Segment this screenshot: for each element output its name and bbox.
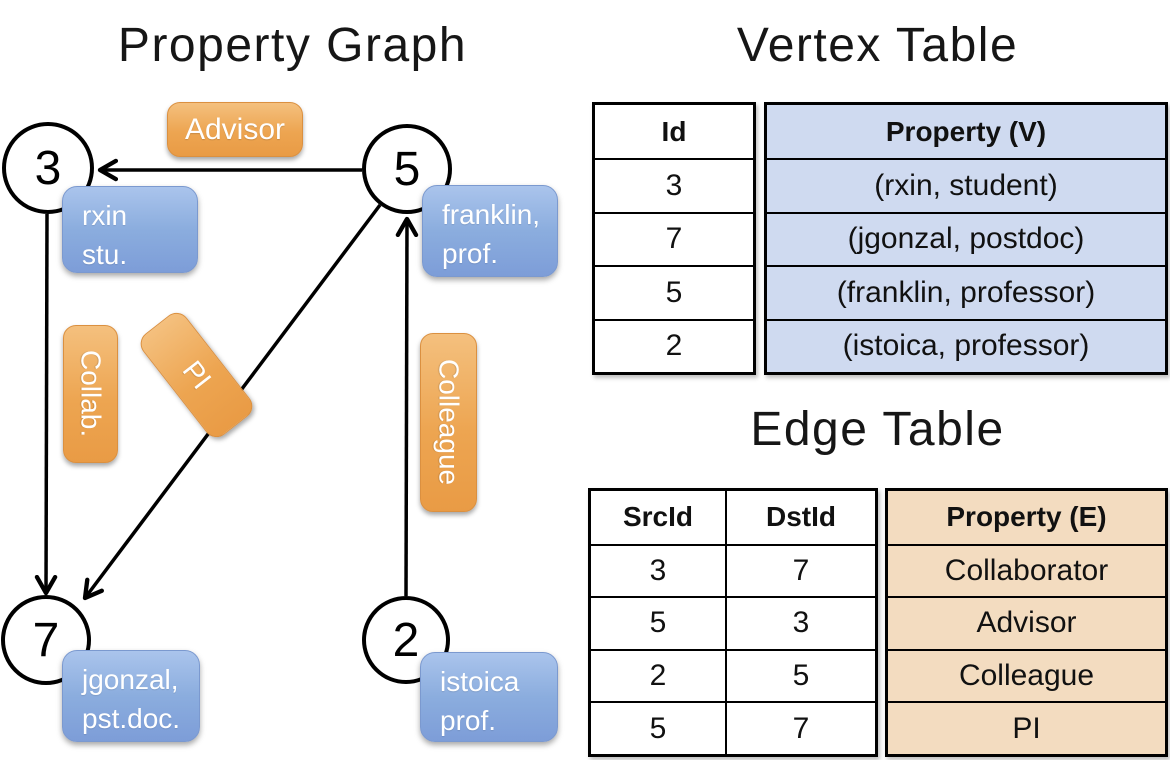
edge-table-header-property: Property (E) xyxy=(888,491,1165,544)
prop-line: pst.doc. xyxy=(82,702,181,734)
table-cell: Collaborator xyxy=(888,543,1165,597)
table-cell: (jgonzal, postdoc) xyxy=(767,211,1165,266)
vertex-id-label: 3 xyxy=(34,141,62,195)
vertex-id-label: 7 xyxy=(32,613,60,667)
prop-line: franklin, xyxy=(442,199,541,230)
prop-line: stu. xyxy=(82,238,128,270)
table-cell: (istoica, professor) xyxy=(767,318,1165,372)
table-cell: Colleague xyxy=(888,648,1165,702)
vertex-table-header-id: Id xyxy=(661,115,687,147)
table-cell: 2 xyxy=(595,318,753,372)
vertex-prop-box-2: istoica prof. xyxy=(420,652,558,742)
table-cell: 3 xyxy=(591,543,725,597)
table-cell: 5 xyxy=(591,701,725,754)
prop-line: prof. xyxy=(442,237,499,269)
edge-line-colleague-2-to-5 xyxy=(395,216,419,597)
vertex-table-title: Vertex Table xyxy=(736,19,1019,72)
table-cell: 7 xyxy=(725,701,875,754)
table-cell: (rxin, student) xyxy=(767,158,1165,212)
edge-table-header-dstid: DstId xyxy=(725,491,875,544)
vertex-table-header-property: Property (V) xyxy=(767,105,1165,159)
table-cell: 5 xyxy=(591,596,725,649)
vertex-table-property-column: Property (V) (rxin, student) (jgonzal, p… xyxy=(764,102,1168,375)
edge-table-id-columns: SrcId DstId 3 7 5 3 2 5 5 7 xyxy=(588,488,878,757)
prop-line: prof. xyxy=(440,704,497,736)
vertex-prop-box-5: franklin, prof. xyxy=(422,185,558,277)
prop-line: jgonzal, xyxy=(82,664,179,695)
table-cell: 2 xyxy=(591,648,725,702)
table-cell: 7 xyxy=(725,543,875,597)
table-cell: 7 xyxy=(595,211,753,265)
table-cell: 5 xyxy=(595,265,753,318)
table-cell: 5 xyxy=(725,648,875,702)
edge-table-header-srcid: SrcId xyxy=(622,501,694,533)
edge-label-text: PI xyxy=(176,354,218,395)
vertex-node-5: 5 xyxy=(362,124,452,214)
edge-label-collab: Collab. xyxy=(63,325,118,463)
prop-line: rxin xyxy=(82,200,128,231)
table-cell: 3 xyxy=(725,596,875,649)
edge-label-text: Advisor xyxy=(184,112,286,146)
vertex-node-2: 2 xyxy=(362,596,450,684)
vertex-id-label: 5 xyxy=(393,142,421,196)
edge-label-colleague: Colleague xyxy=(420,333,477,512)
edge-label-text: Collab. xyxy=(75,350,107,438)
table-cell: PI xyxy=(888,701,1165,754)
edge-table-title: Edge Table xyxy=(750,403,1005,456)
edge-label-advisor: Advisor xyxy=(167,102,303,157)
table-cell: (franklin, professor) xyxy=(767,265,1165,319)
property-graph-title: Property Graph xyxy=(117,19,468,72)
edge-label-text: Colleague xyxy=(433,359,465,486)
edge-line-collab-3-to-7 xyxy=(34,213,58,596)
table-cell: 3 xyxy=(595,158,753,211)
vertex-id-label: 2 xyxy=(392,613,420,667)
table-cell: Advisor xyxy=(888,596,1165,649)
vertex-prop-box-7: jgonzal, pst.doc. xyxy=(62,650,200,742)
vertex-table-id-column: Id 3 7 5 2 xyxy=(592,102,756,375)
edge-table-property-column: Property (E) Collaborator Advisor Collea… xyxy=(885,488,1168,757)
vertex-prop-box-3: rxin stu. xyxy=(62,186,198,273)
prop-line: istoica xyxy=(440,666,520,697)
